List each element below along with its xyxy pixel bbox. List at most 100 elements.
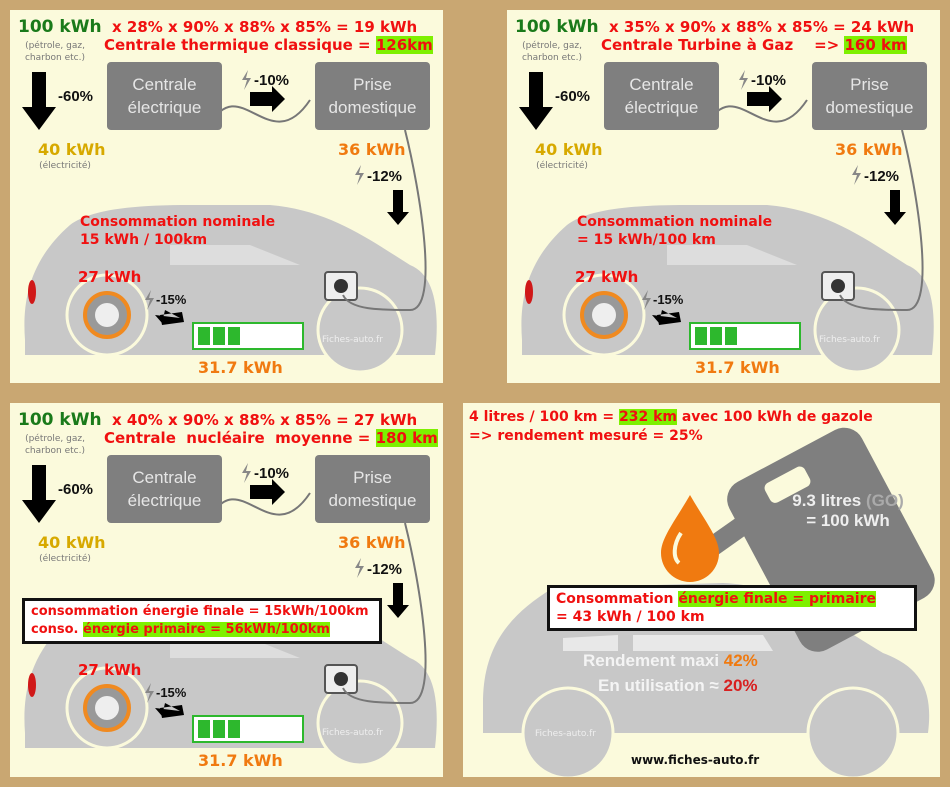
panel-diesel: 4 litres / 100 km = 232 km avec 100 kWh … xyxy=(463,403,940,777)
panel-thermal-plant: 100 kWh (pétrole, gaz, charbon etc.) x 2… xyxy=(10,10,443,383)
battery-cells xyxy=(198,720,240,738)
plant-type: Centrale Turbine à Gaz => xyxy=(601,36,845,54)
power-plant-box: Centrale électrique xyxy=(107,62,222,130)
note-prefix: Consommation xyxy=(556,591,679,607)
motor-loss: -15% xyxy=(156,685,187,700)
tail-light xyxy=(28,280,36,304)
electricity-energy: 40 kWh xyxy=(38,140,106,159)
website-link[interactable]: www.fiches-auto.fr xyxy=(631,753,760,767)
note-primary: énergie primaire = 56kWh/100km xyxy=(83,622,330,637)
primary-energy: 100 kWh xyxy=(515,17,599,37)
lightning-icon xyxy=(739,70,748,90)
panel-gas-turbine: 100 kWh (pétrole, gaz, charbon etc.) x 3… xyxy=(507,10,940,383)
note-value: = 43 kWh / 100 km xyxy=(556,609,705,625)
eff-max-value: 42% xyxy=(723,651,758,670)
can-go: (GO) xyxy=(865,491,904,510)
arrow-left-icon xyxy=(155,310,184,325)
plant-type: Centrale thermique classique = xyxy=(104,36,376,54)
plant-type: Centrale nucléaire moyenne = xyxy=(104,429,376,447)
battery-cell xyxy=(695,327,707,345)
motor-energy: 27 kWh xyxy=(78,661,142,679)
plant-loss: -60% xyxy=(58,88,94,105)
can-energy: = 100 kWh xyxy=(806,511,890,530)
battery-energy: 31.7 kWh xyxy=(198,358,283,377)
lightning-icon xyxy=(145,683,154,703)
charge-loss: -12% xyxy=(367,561,403,578)
battery-cells xyxy=(695,327,737,345)
motor-icon xyxy=(83,684,131,732)
note-final: consommation énergie finale = 15kWh/100k… xyxy=(31,604,369,619)
nominal-label: Consommation nominale xyxy=(577,214,773,230)
lightning-icon xyxy=(355,165,364,185)
eff-max-label: Rendement maxi xyxy=(583,651,724,670)
consumption-note: consommation énergie finale = 15kWh/100k… xyxy=(22,598,382,644)
outlet-energy: 36 kWh xyxy=(835,140,903,159)
arrow-down-icon xyxy=(22,465,56,523)
battery-cells xyxy=(198,327,240,345)
motor-loss: -15% xyxy=(653,292,684,307)
ev-illustration xyxy=(22,70,437,374)
battery-cell xyxy=(228,327,240,345)
efficiency-formula: x 35% x 90% x 88% x 85% = 24 kWh xyxy=(609,18,915,36)
electricity-sub: (électricité) xyxy=(39,554,91,564)
battery-cell xyxy=(710,327,722,345)
outlet-energy: 36 kWh xyxy=(338,140,406,159)
rear-wheel xyxy=(806,686,900,777)
watermark: Fiches-auto.fr xyxy=(322,728,383,738)
arrow-down-icon xyxy=(387,190,409,225)
lightning-icon xyxy=(242,463,251,483)
arrow-down-icon xyxy=(884,190,906,225)
efficiency-formula: x 28% x 90% x 88% x 85% = 19 kWh xyxy=(112,18,418,36)
note-prefix: conso. xyxy=(31,622,84,637)
diesel-line1-prefix: 4 litres / 100 km = xyxy=(469,409,619,425)
battery-energy: 31.7 kWh xyxy=(198,751,283,770)
outlet-box: Prise domestique xyxy=(315,62,430,130)
grid-loss: -10% xyxy=(254,72,290,89)
range-highlight: 126km xyxy=(375,36,433,54)
motor-loss: -15% xyxy=(156,292,187,307)
battery-cell xyxy=(213,327,225,345)
tail-light xyxy=(28,673,36,697)
can-liters: 9.3 litres xyxy=(792,491,866,510)
watermark: Fiches-auto.fr xyxy=(535,729,596,739)
lightning-icon xyxy=(355,558,364,578)
battery-energy: 31.7 kWh xyxy=(695,358,780,377)
diesel-efficiency-measured: => rendement mesuré = 25% xyxy=(469,428,703,444)
electricity-energy: 40 kWh xyxy=(535,140,603,159)
front-wheel xyxy=(521,686,615,777)
electricity-sub: (électricité) xyxy=(39,161,91,171)
motor-energy: 27 kWh xyxy=(575,268,639,286)
battery-gauge xyxy=(689,322,801,350)
lightning-icon xyxy=(242,70,251,90)
diesel-range-highlight: 232 km xyxy=(618,409,677,425)
power-plant-box: Centrale électrique xyxy=(107,455,222,523)
arrow-right-icon xyxy=(250,86,285,112)
diesel-consumption-note: Consommation énergie finale = primaire =… xyxy=(547,585,917,631)
battery-cell xyxy=(213,720,225,738)
arrow-down-icon xyxy=(387,583,409,618)
eff-use-label: En utilisation ≈ xyxy=(598,676,724,695)
oil-drop-icon xyxy=(661,495,719,582)
charge-loss: -12% xyxy=(864,168,900,185)
nominal-consumption: Consommation nominale 15 kWh / 100km xyxy=(80,213,275,249)
lightning-icon xyxy=(145,290,154,310)
range-highlight: 160 km xyxy=(844,36,907,54)
charge-loss: -12% xyxy=(367,168,403,185)
outlet-energy: 36 kWh xyxy=(338,533,406,552)
electricity-sub: (électricité) xyxy=(536,161,588,171)
nominal-label: Consommation nominale xyxy=(80,214,276,230)
grid-loss: -10% xyxy=(751,72,787,89)
watermark: Fiches-auto.fr xyxy=(322,335,383,345)
power-plant-box: Centrale électrique xyxy=(604,62,719,130)
panel-nuclear-plant: 100 kWh (pétrole, gaz, charbon etc.) x 4… xyxy=(10,403,443,777)
battery-gauge xyxy=(192,715,304,743)
arrow-right-icon xyxy=(747,86,782,112)
battery-cell xyxy=(198,327,210,345)
motor-icon xyxy=(580,291,628,339)
arrow-down-icon xyxy=(22,72,56,130)
nominal-value: = 15 kWh/100 km xyxy=(577,232,716,248)
lightning-icon xyxy=(852,165,861,185)
nominal-value: 15 kWh / 100km xyxy=(80,232,208,248)
electricity-energy: 40 kWh xyxy=(38,533,106,552)
battery-cell xyxy=(228,720,240,738)
